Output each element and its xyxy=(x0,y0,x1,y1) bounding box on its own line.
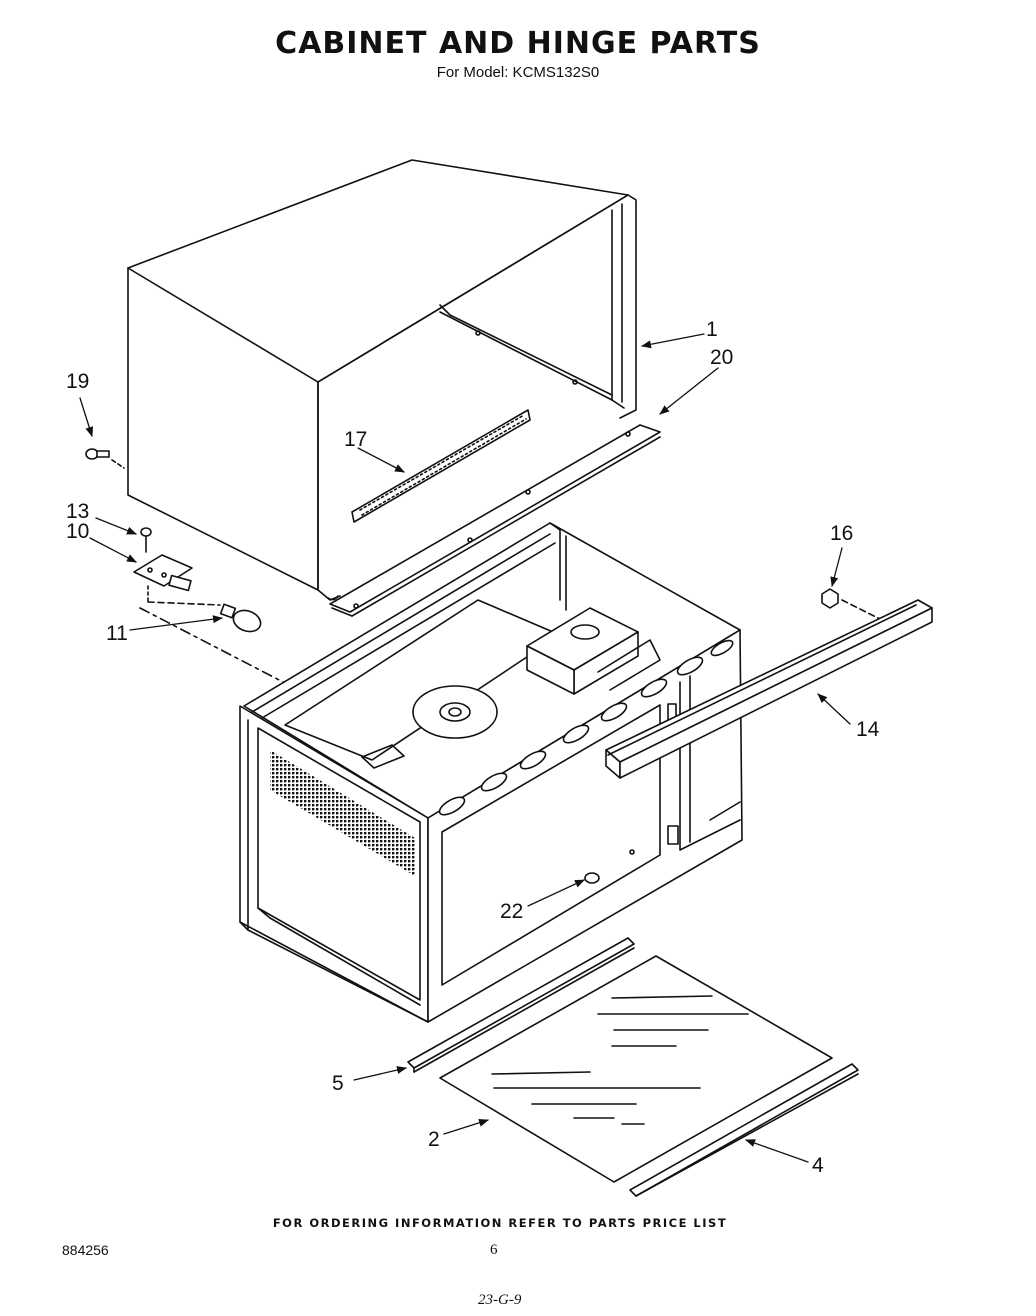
callout-2: 2 xyxy=(428,1128,440,1151)
page-number: 6 xyxy=(490,1242,498,1258)
part-4-strip xyxy=(629,1063,859,1197)
cabinet-wrapper xyxy=(127,159,637,601)
callout-17: 17 xyxy=(344,428,367,451)
part-19-screw xyxy=(85,448,125,469)
callout-5: 5 xyxy=(332,1072,344,1095)
part-13-screw xyxy=(140,527,152,553)
oven-chassis xyxy=(239,522,743,1023)
callout-13: 13 xyxy=(66,500,89,523)
callout-22: 22 xyxy=(500,900,523,923)
callout-20: 20 xyxy=(710,346,733,369)
part-5-strip xyxy=(407,937,635,1073)
part-10-lamp-bracket xyxy=(133,554,221,606)
document-number: 884256 xyxy=(62,1242,109,1258)
handwritten-note: 23-G-9 xyxy=(478,1292,522,1308)
part-2-glass-panel xyxy=(439,955,833,1183)
callout-11: 11 xyxy=(106,622,128,645)
ordering-note: FOR ORDERING INFORMATION REFER TO PARTS … xyxy=(272,1216,728,1230)
callout-1: 1 xyxy=(706,318,718,341)
part-17-strip xyxy=(351,409,531,523)
callout-4: 4 xyxy=(812,1154,824,1177)
callout-16: 16 xyxy=(830,522,853,545)
model-subtitle: For Model: KCMS132S0 xyxy=(436,64,600,81)
callout-14: 14 xyxy=(856,718,880,741)
callout-labels: 1 20 19 17 13 10 16 11 14 22 5 2 4 xyxy=(66,318,880,1177)
callout-10: 10 xyxy=(66,520,89,543)
page-title: CABINET AND HINGE PARTS xyxy=(275,26,761,61)
leader-lines xyxy=(79,333,851,1163)
callout-19: 19 xyxy=(66,370,89,393)
part-20-strip xyxy=(329,424,661,617)
part-14-hinge-bar xyxy=(605,599,933,779)
